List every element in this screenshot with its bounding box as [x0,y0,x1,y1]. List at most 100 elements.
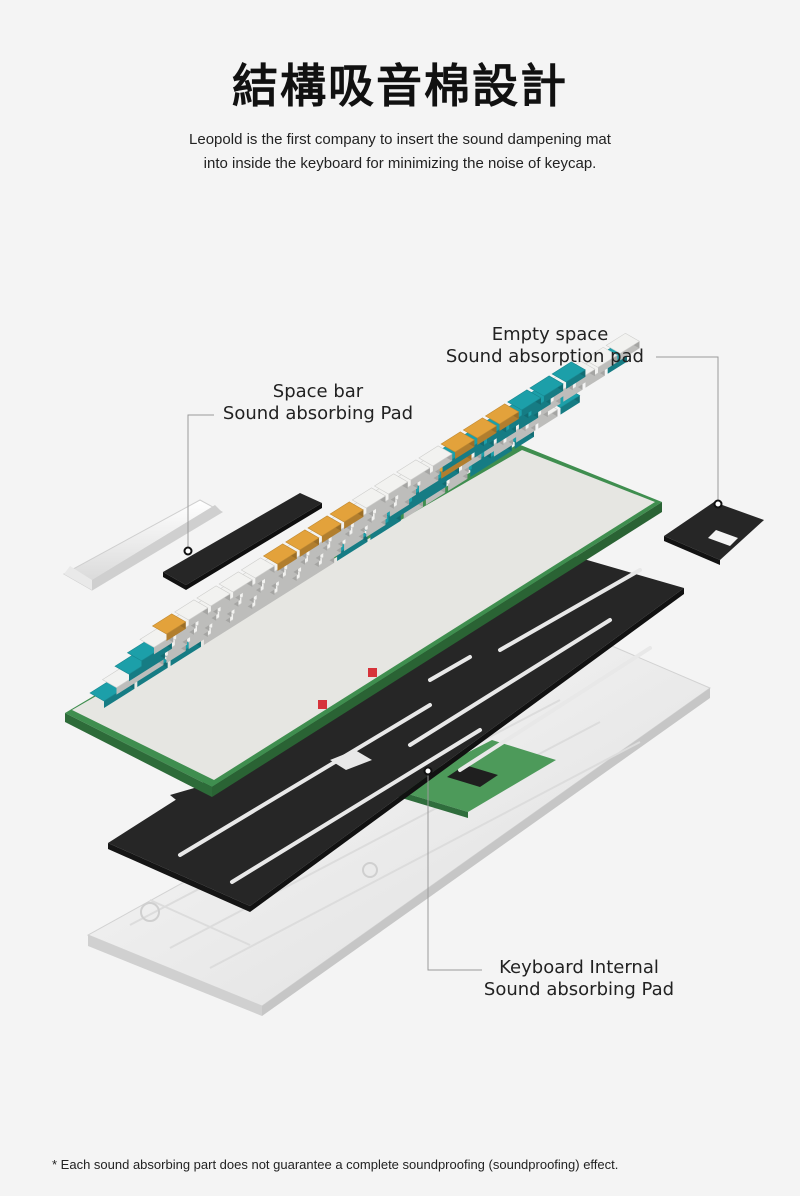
keycap [605,332,640,354]
keycap-side [234,595,254,615]
keycap-side [521,397,541,417]
keycap-side [219,599,239,619]
keycap [174,599,209,621]
keycap-side [470,443,512,477]
keycap-side [263,571,283,591]
keycap-side [441,452,472,479]
keycap [462,417,498,439]
callout-internal-pad-line-1: Keyboard Internal [499,957,659,978]
internal-sound-pad [108,553,684,912]
keycap-side [499,411,519,431]
leader-dots [183,499,723,776]
page-subtitle: Leopold is the first company to insert t… [0,128,800,176]
keycap-side [154,635,174,655]
callout-space-bar-line-1: Space bar [272,381,364,402]
keycap [583,346,618,368]
keycap-side [474,438,494,458]
keycap [240,557,276,579]
keycap [551,361,586,383]
keycap-side [398,481,418,501]
keycap-side [432,453,453,473]
keycap-side [278,567,299,587]
keycap-side [374,501,394,521]
keycap-side [321,523,342,543]
keycap-side [367,511,387,531]
keycap-side [141,641,172,668]
keycap-side [620,341,640,361]
keycap-side [265,565,285,585]
keycap-side [471,451,491,471]
keycap-side [487,425,507,445]
keycap [440,431,475,453]
keycap-side [412,466,459,503]
red-switch-stem [368,668,377,677]
keycap-side [448,471,468,491]
keycap-side [455,439,475,459]
keycap-side [220,593,240,613]
bottom-case [86,645,712,1016]
keycap-side [104,681,135,708]
keycap-side [277,551,297,571]
keycap-side [607,354,627,374]
keycap-side [285,557,305,577]
callout-empty-space: Empty space Sound absorption pad [420,324,644,368]
keycap [218,571,253,593]
keycap-side [462,452,482,472]
keycap-side [256,581,276,601]
keycap-side [197,613,217,633]
callout-internal-pad: Keyboard Internal Sound absorbing Pad [478,957,680,1001]
keycap-side [575,369,595,389]
footnote: * Each sound absorbing part does not gua… [52,1157,619,1172]
keycap [285,529,320,551]
keycap-side [352,515,372,535]
keycap-side [212,609,232,629]
callout-empty-space-line-2: Sound absorption pad [445,346,644,367]
keycap-side [538,409,558,429]
keycap-side [366,518,386,538]
keycap-side [299,537,319,557]
keyboard-plate [65,444,662,797]
keycap-side [419,473,439,493]
keycaps [89,332,640,709]
keycap-side [410,467,430,487]
keycap-side [366,495,386,515]
keycap-side [506,424,526,444]
subtitle-line-2: into inside the keyboard for minimizing … [203,155,597,172]
space-bar-sound-pad [163,493,322,590]
keycap-side [353,509,373,529]
keycap-side [137,660,168,687]
keycap-side [514,429,534,449]
keycap-side [331,523,351,543]
callout-internal-pad-line-2: Sound absorbing Pad [483,979,675,1000]
keycap-side [116,658,164,695]
keycap-side [308,543,328,563]
keycap-side [425,485,446,505]
keycap [329,501,364,523]
keycap-side [233,602,253,622]
keycap-side [420,467,440,487]
keycap-side [233,579,253,599]
keycap [262,543,298,565]
keycap-side [287,551,307,571]
callout-space-bar: Space bar Sound absorbing Pad [212,381,424,425]
keycap [351,487,387,509]
keycap-side [370,513,401,540]
keycap-side [170,639,201,666]
keycap-side [203,555,335,645]
page-title: 結構吸音棉設計 [232,59,568,113]
keycap-side [553,383,573,403]
keycap-side [166,621,186,641]
keycap-side [190,623,210,643]
keycap-side [241,585,261,605]
keycap-side [442,439,484,473]
keycap-side [560,395,580,415]
keycap-side [509,411,529,431]
keycap-side [528,410,548,430]
keycap [418,445,453,467]
keycap-side [543,383,564,403]
keycap-side [449,465,469,485]
keycap-side [496,424,516,444]
keycap-side [598,355,618,375]
keycap-side [388,479,447,524]
keycap-side [585,368,605,388]
